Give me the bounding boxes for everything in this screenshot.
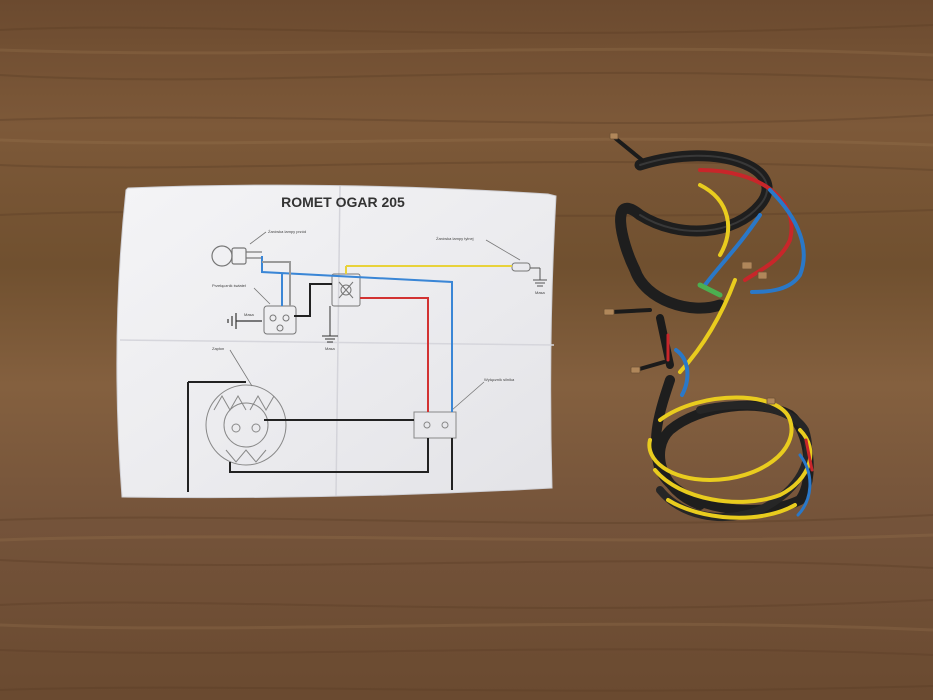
light-switch-leader bbox=[253, 287, 271, 305]
harness-wire-blue-upper-1 bbox=[750, 188, 806, 294]
ground-left-label: Masa bbox=[244, 312, 255, 317]
harness-terminals bbox=[603, 132, 776, 405]
diagram-wire-blue bbox=[261, 256, 453, 412]
ground-center-icon bbox=[322, 306, 338, 343]
harness-wire-mid-blue bbox=[674, 348, 690, 397]
diagram-wire-black-5 bbox=[294, 283, 332, 317]
diagram-wire-red bbox=[360, 297, 429, 412]
terminal-6 bbox=[766, 397, 776, 405]
wiring-harness bbox=[610, 136, 814, 521]
diagram-wire-black-2 bbox=[229, 438, 429, 473]
light-switch-label: Przełącznik świateł bbox=[212, 283, 246, 288]
front-lamp-label: Żarówka lampy przód bbox=[268, 229, 306, 234]
terminal-5 bbox=[757, 271, 768, 280]
harness-wire-yellow-lower-3 bbox=[666, 498, 797, 520]
harness-wire-mid-black-tip bbox=[634, 360, 666, 372]
paper-sheet bbox=[116, 184, 557, 499]
diagram-wire-gray bbox=[262, 261, 291, 306]
terminal-2 bbox=[603, 308, 615, 316]
ground-left-icon bbox=[227, 313, 262, 329]
wood-grain bbox=[0, 24, 933, 692]
kill-switch-icon bbox=[413, 411, 457, 439]
terminal-1 bbox=[609, 132, 619, 140]
harness-wire-red-lower bbox=[804, 438, 814, 472]
ground-center-label: Masa bbox=[325, 346, 336, 351]
ignition-label: Zapłon bbox=[212, 346, 224, 351]
terminal-3 bbox=[630, 366, 641, 374]
harness-sheath-upper-highlight bbox=[639, 154, 768, 232]
ignition-magneto-icon bbox=[205, 384, 287, 466]
front-lamp-icon bbox=[211, 245, 262, 267]
ground-right-label: Masa bbox=[535, 290, 546, 295]
ground-right-icon bbox=[530, 267, 547, 287]
harness-wire-black-tip-1 bbox=[613, 136, 644, 162]
paper-fold-horizontal bbox=[119, 339, 555, 346]
kill-switch-leader bbox=[451, 381, 485, 411]
front-lamp-leader bbox=[249, 231, 267, 245]
harness-wire-green bbox=[697, 282, 723, 298]
rear-lamp-leader bbox=[485, 239, 521, 261]
paper-fold-vertical bbox=[335, 185, 341, 497]
light-switch-icon bbox=[263, 305, 297, 335]
wood-grain-light bbox=[0, 47, 933, 632]
harness-wire-black-tip-2 bbox=[610, 308, 652, 314]
rear-lamp-label: Żarówka lampy tylnej bbox=[436, 236, 474, 241]
harness-wire-yellow-lower-2 bbox=[653, 428, 813, 504]
diagram-wire-black-1 bbox=[187, 381, 246, 492]
ignition-leader bbox=[229, 349, 253, 387]
kill-switch-label: Wyłącznik silnika bbox=[484, 377, 515, 382]
harness-wire-yellow-lower-1 bbox=[647, 395, 794, 482]
diagram-title: ROMET OGAR 205 bbox=[281, 194, 405, 210]
diagram-wires bbox=[187, 256, 512, 492]
harness-wire-yellow-upper bbox=[698, 183, 731, 257]
harness-wire-red-upper bbox=[698, 168, 794, 282]
terminal-4 bbox=[741, 261, 753, 270]
harness-wire-blue-lower bbox=[796, 453, 812, 517]
harness-wire-blue-upper-2 bbox=[703, 213, 762, 287]
